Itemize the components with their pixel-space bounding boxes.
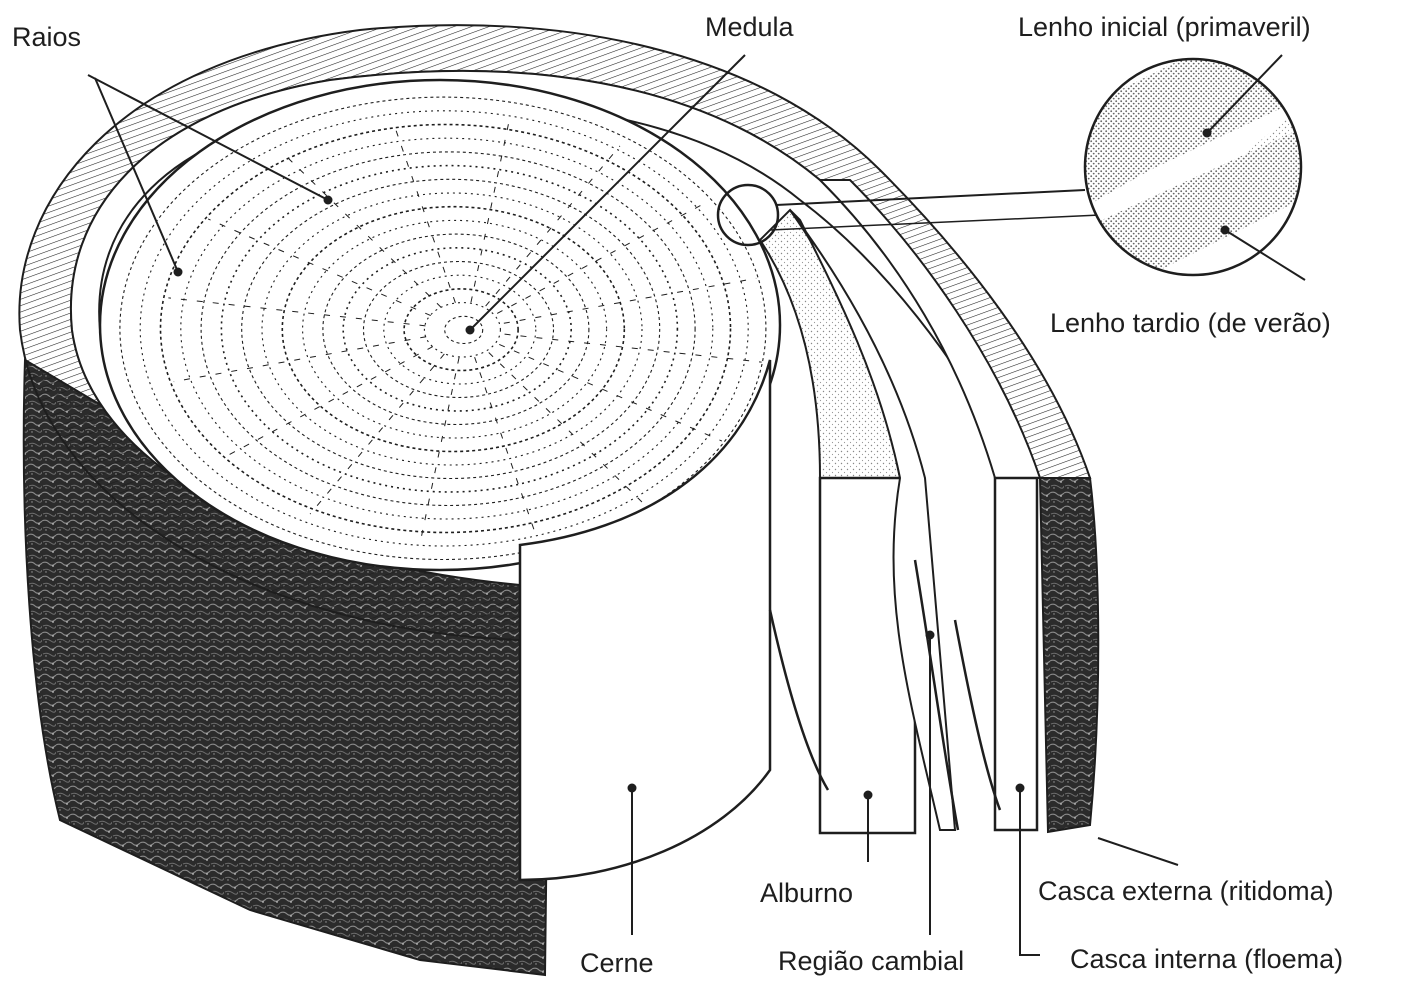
label-casca-interna: Casca interna (floema) (1070, 944, 1343, 974)
label-raios: Raios (12, 22, 81, 52)
label-alburno: Alburno (760, 878, 853, 908)
label-lenho-tardio: Lenho tardio (de verão) (1050, 308, 1331, 338)
label-regiao-cambial: Região cambial (778, 946, 964, 976)
label-lenho-inicial: Lenho inicial (primaveril) (1018, 12, 1311, 42)
leader-casca-externa (1098, 838, 1178, 865)
label-medula: Medula (705, 12, 795, 42)
curved-edge-3 (955, 620, 1000, 810)
magnified-wood-lens (1070, 55, 1320, 290)
label-casca-externa: Casca externa (ritidoma) (1038, 876, 1334, 906)
label-cerne: Cerne (580, 948, 654, 978)
casca-interna-block (995, 478, 1037, 830)
bark-strip (1040, 478, 1098, 832)
